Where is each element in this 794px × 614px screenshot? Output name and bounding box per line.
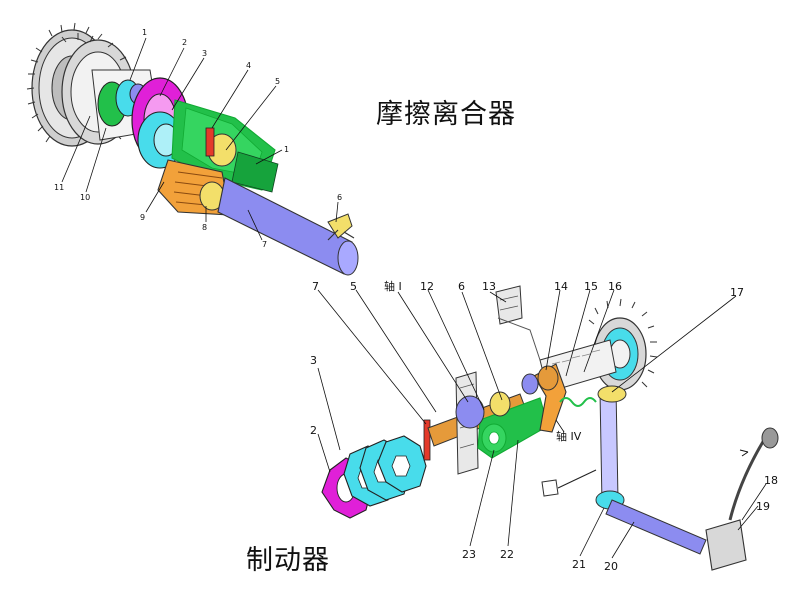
clutch-leader-lines	[61, 37, 339, 241]
brake-yellow-ring	[489, 391, 511, 417]
clutch-red-pin	[205, 127, 215, 157]
brake-vertical-shaft	[595, 385, 627, 510]
clutch-label-1: 1	[142, 28, 147, 37]
brake-label-5: 5	[350, 280, 357, 293]
brake-clip	[541, 479, 559, 497]
clutch-label-4: 4	[246, 61, 251, 70]
brake-red-rod	[423, 419, 431, 461]
clutch-label-11: 11	[54, 183, 64, 192]
brake-blue-cylinder	[455, 395, 485, 429]
brake-labels: 7 5 轴 I 12 6 13 14 15 16 17 3 2 轴 IV 23 …	[310, 279, 778, 573]
brake-label-19: 19	[756, 500, 770, 513]
brake-label-21: 21	[572, 558, 586, 571]
brake-label-3: 3	[310, 354, 317, 367]
clutch-yellow-collar	[199, 133, 237, 211]
clutch-wing-nut	[327, 213, 355, 241]
clutch-label-8: 8	[202, 223, 207, 232]
brake-label-12: 12	[420, 280, 434, 293]
brake-label-14: 14	[554, 280, 568, 293]
clutch-label-6: 6	[337, 193, 342, 202]
clutch-label-3: 3	[202, 49, 207, 58]
brake-top-bracket	[495, 285, 541, 361]
brake-assembly: 7 5 轴 I 12 6 13 14 15 16 17 3 2 轴 IV 23 …	[310, 279, 779, 573]
clutch-label-7: 7	[262, 240, 267, 249]
brake-horizontal-shaft	[605, 499, 707, 555]
brake-orange-lever	[533, 363, 567, 433]
brake-label-13: 13	[482, 280, 496, 293]
brake-label-23: 23	[462, 548, 476, 561]
brake-blue-knob	[521, 373, 539, 395]
brake-label-6: 6	[458, 280, 465, 293]
brake-handle-arrow	[739, 449, 749, 457]
clutch-assembly: 1 2 3 4 5 1 6 7 8 9 10 11	[26, 22, 359, 276]
brake-label-2: 2	[310, 424, 317, 437]
clutch-label-1b: 1	[284, 145, 289, 154]
brake-clip-rod	[557, 469, 597, 489]
brake-spring	[559, 397, 597, 407]
clutch-labels: 1 2 3 4 5 1 6 7 8 9 10 11	[54, 28, 342, 249]
brake-label-22: 22	[500, 548, 514, 561]
clutch-label-9: 9	[140, 213, 145, 222]
brake-label-16: 16	[608, 280, 622, 293]
clutch-label-5: 5	[275, 77, 280, 86]
clutch-gear-teeth	[26, 22, 139, 143]
brake-label-20: 20	[604, 560, 618, 573]
brake-label-7: 7	[312, 280, 319, 293]
brake-disc-cyan-3	[377, 435, 427, 493]
brake-label-shaft-i: 轴 I	[384, 279, 402, 293]
brake-label-shaft-iv: 轴 IV	[556, 429, 582, 443]
brake-label-17: 17	[730, 286, 744, 299]
clutch-title: 摩擦离合器	[376, 99, 516, 130]
brake-label-15: 15	[584, 280, 598, 293]
clutch-label-2: 2	[182, 38, 187, 47]
brake-green-bracket	[477, 397, 549, 459]
brake-label-18: 18	[764, 474, 778, 487]
brake-title: 制动器	[246, 545, 330, 576]
brake-handle	[705, 427, 779, 571]
clutch-main-shaft	[217, 177, 359, 276]
clutch-label-10: 10	[80, 193, 90, 202]
brake-leader-lines	[317, 289, 767, 559]
